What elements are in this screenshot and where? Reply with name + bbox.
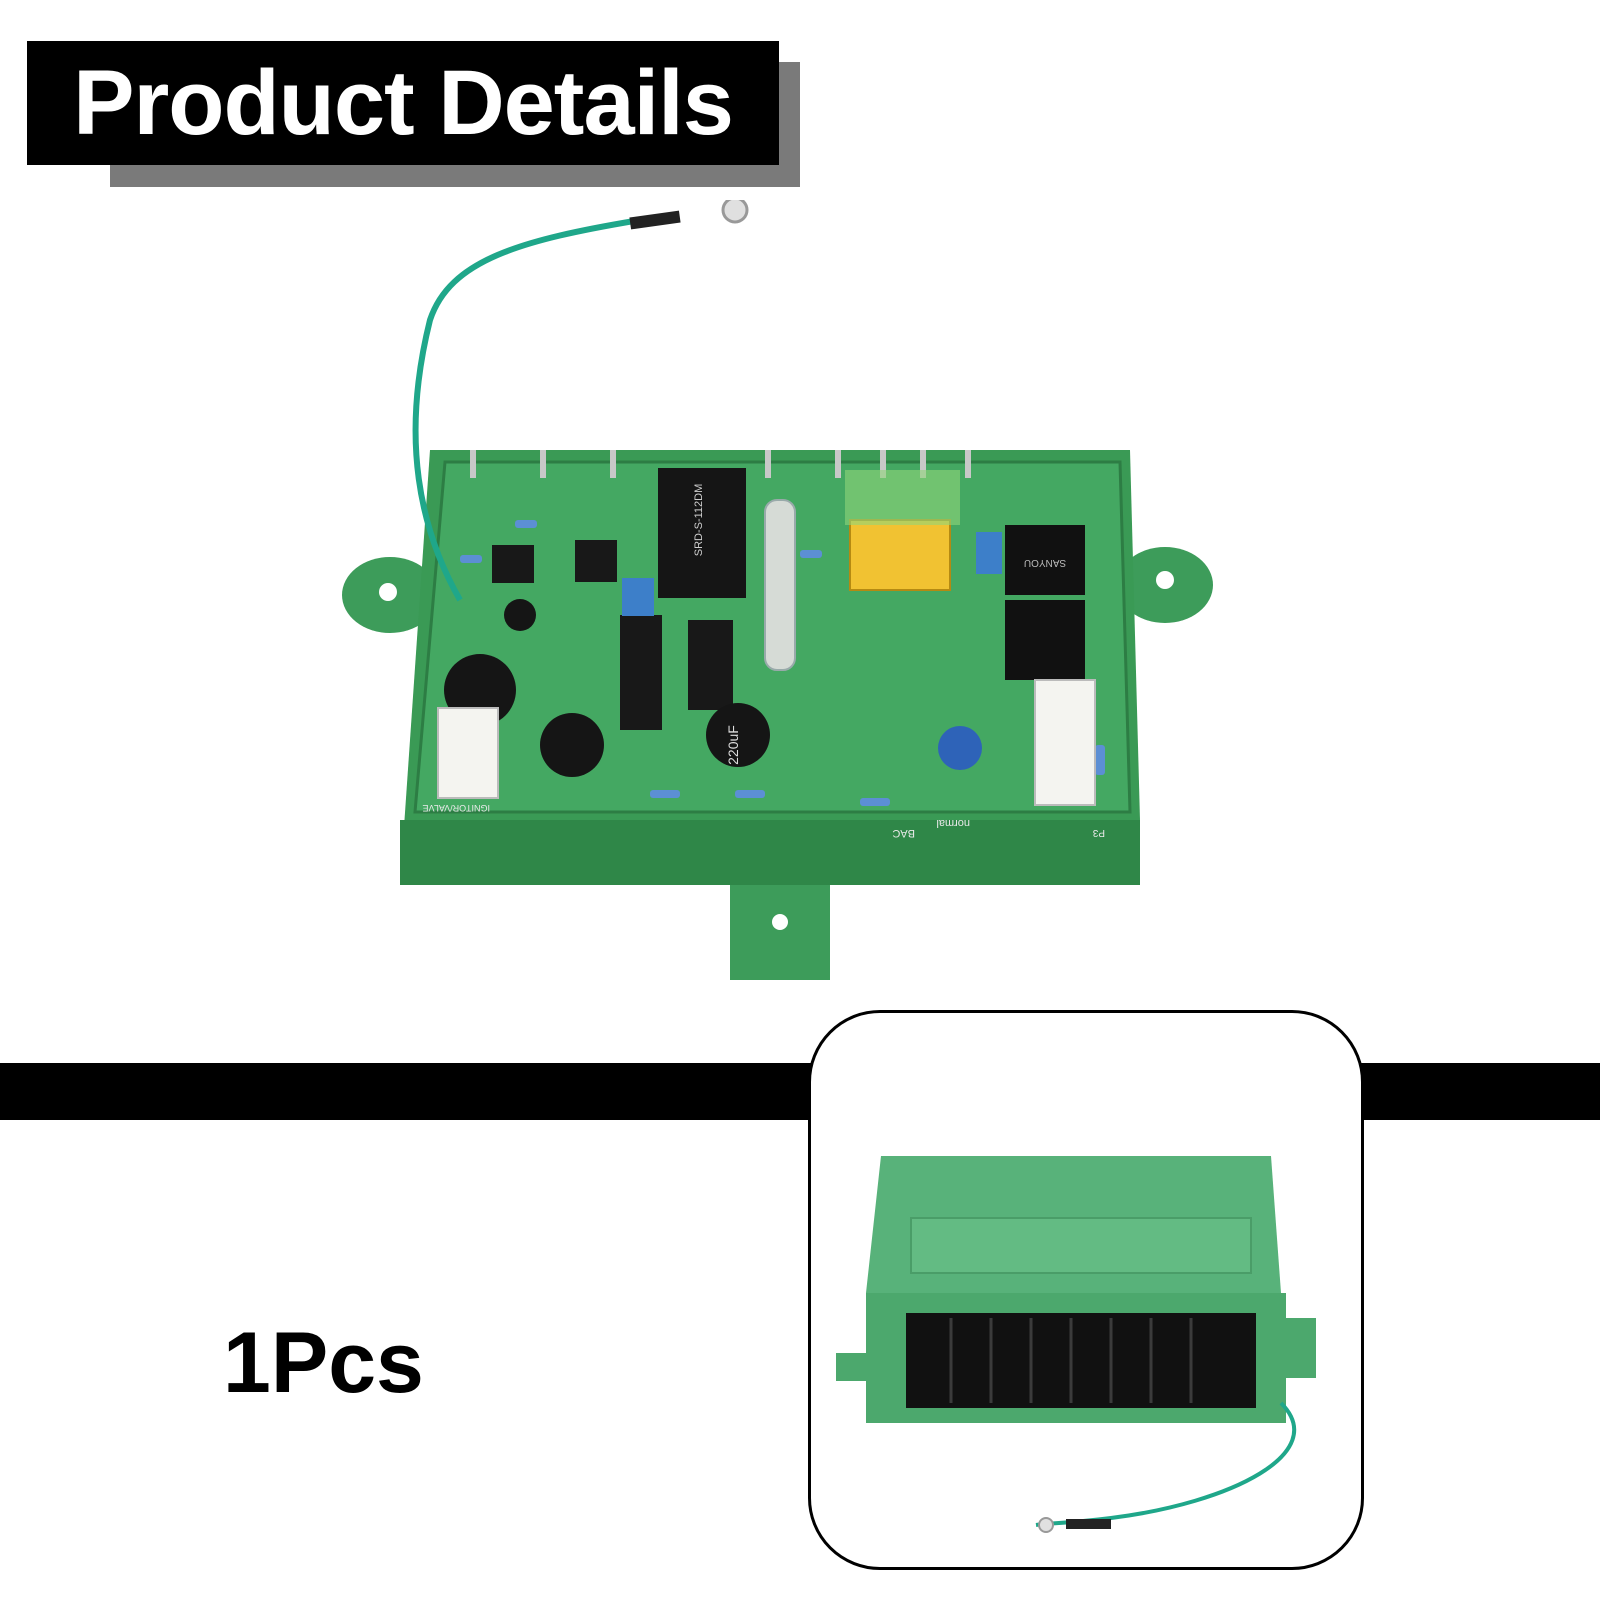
quantity-label: 1Pcs <box>223 1315 424 1411</box>
header-banner: Product Details <box>27 41 779 165</box>
inset-frame <box>808 1010 1364 1570</box>
housing-image <box>836 1156 1316 1533</box>
relay-brand: SANYOU <box>1024 557 1066 568</box>
page-title: Product Details <box>73 52 734 154</box>
bottom-label-bac: BAC <box>892 827 915 839</box>
bottom-label-normal: normal <box>936 817 970 829</box>
capacitor-label: 220uF <box>725 725 741 765</box>
pcb-board-image: SRD-S-112DM SANYOU 220uF IGNITOR/VALVE P… <box>342 200 1213 980</box>
port-right-label: P3 <box>1092 827 1105 838</box>
relay-label: SRD-S-112DM <box>693 484 705 557</box>
port-left-label: IGNITOR/VALVE <box>422 803 490 813</box>
